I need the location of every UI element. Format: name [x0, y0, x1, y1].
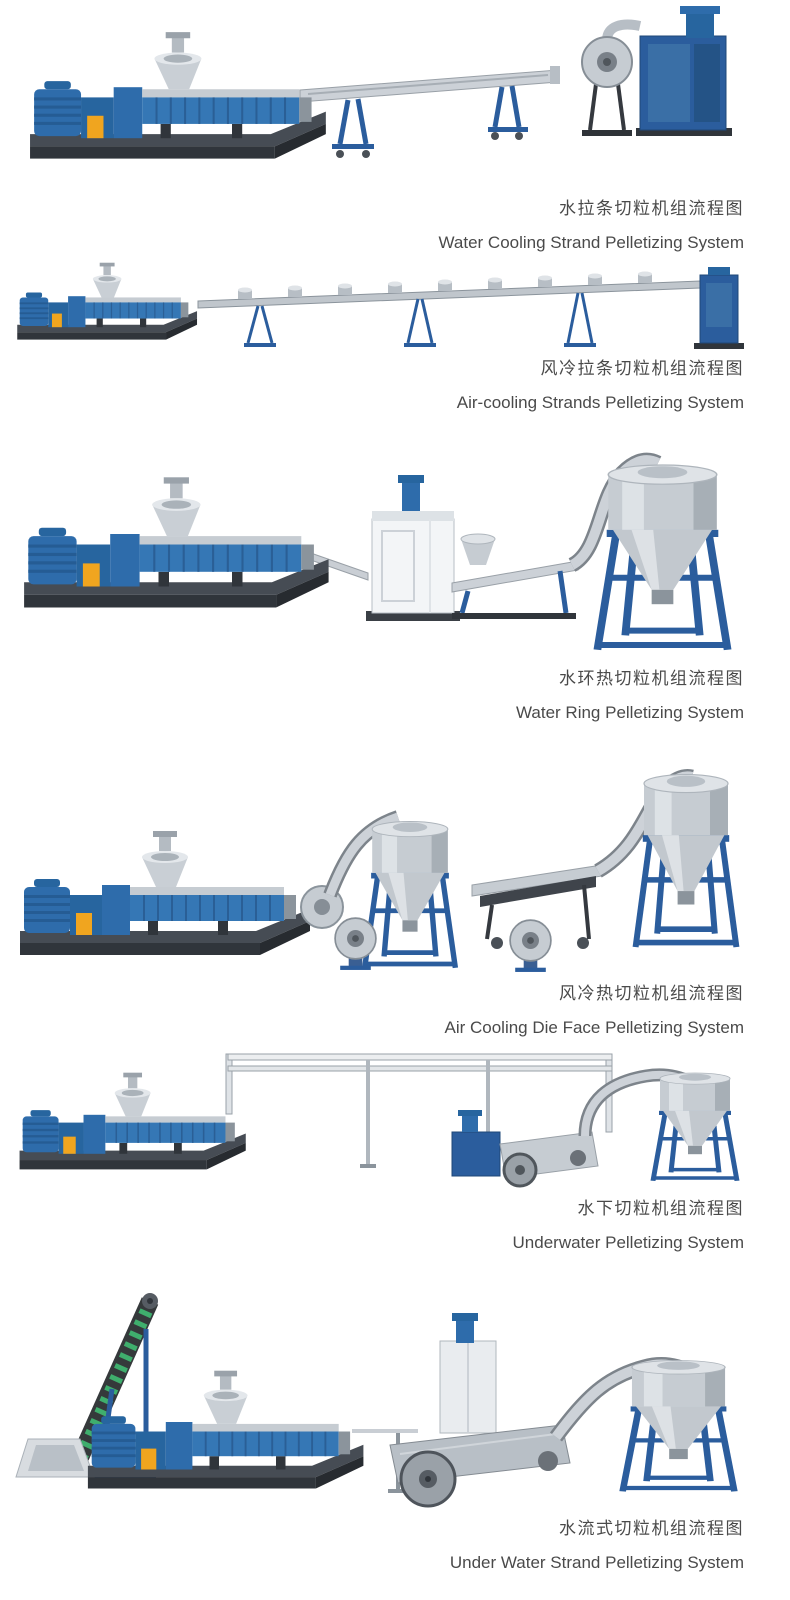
- section-under-water-strand: 水流式切粒机组流程图 Under Water Strand Pelletizin…: [0, 1265, 790, 1600]
- section-captions: 风冷拉条切粒机组流程图 Air-cooling Strands Pelletiz…: [0, 354, 790, 413]
- caption-en: Air-cooling Strands Pelletizing System: [456, 393, 744, 412]
- section-captions: 水下切粒机组流程图 Underwater Pelletizing System: [0, 1194, 790, 1253]
- water-cooling-strand-illustration: [29, 6, 732, 160]
- extruder-machine: [16, 262, 198, 341]
- air-cooling-conveyor: [197, 271, 701, 347]
- classifier-column: [439, 1313, 497, 1434]
- air-cooling-die-face-illustration: [19, 768, 790, 973]
- air-cooling-strands-illustration: [16, 262, 744, 349]
- dryer-with-wheels: [499, 1131, 599, 1188]
- centrifugal-dryer: [366, 475, 460, 621]
- surge-hopper: [460, 533, 496, 565]
- pelletizer-unit: [451, 1110, 501, 1177]
- end-station-unit: [694, 267, 744, 349]
- vibrating-sieve: [471, 864, 603, 949]
- die-face-plate: [300, 885, 344, 929]
- vibrating-conveyor: [451, 560, 579, 619]
- cyclone-hopper: [597, 465, 727, 650]
- under-water-strand-illustration: [15, 1293, 790, 1508]
- caption-en: Water Ring Pelletizing System: [515, 703, 744, 722]
- section-captions: 水拉条切粒机组流程图 Water Cooling Strand Pelletiz…: [0, 194, 790, 253]
- pipe-to-first-cyclone: [323, 810, 401, 898]
- section-underwater: 水下切粒机组流程图 Underwater Pelletizing System: [0, 1040, 790, 1265]
- cyclone-hopper: [653, 1073, 737, 1181]
- caption-en: Underwater Pelletizing System: [512, 1233, 744, 1252]
- caption-cn: 风冷热切粒机组流程图: [559, 984, 744, 1003]
- extruder-machine: [86, 1369, 365, 1490]
- section-air-cooling-strands: 风冷拉条切粒机组流程图 Air-cooling Strands Pelletiz…: [0, 255, 790, 415]
- section-air-cooling-die-face: 风冷热切粒机组流程图 Air Cooling Die Face Pelletiz…: [0, 725, 790, 1040]
- section-water-cooling-strand: 水拉条切粒机组流程图 Water Cooling Strand Pelletiz…: [0, 0, 790, 255]
- caption-en: Air Cooling Die Face Pelletizing System: [444, 1018, 744, 1037]
- caption-en: Water Cooling Strand Pelletizing System: [438, 233, 744, 252]
- underwater-illustration: [18, 1053, 790, 1188]
- section-captions: 水流式切粒机组流程图 Under Water Strand Pelletizin…: [0, 1514, 790, 1573]
- blower-fan-2: [509, 919, 552, 973]
- dryer-with-big-wheel: [389, 1424, 571, 1508]
- cyclone-hopper: [623, 1361, 735, 1492]
- section-captions: 风冷热切粒机组流程图 Air Cooling Die Face Pelletiz…: [0, 979, 790, 1038]
- cyclone-hopper-2: [636, 775, 737, 947]
- caption-cn: 水拉条切粒机组流程图: [559, 199, 744, 218]
- section-captions: 水环热切粒机组流程图 Water Ring Pelletizing System: [0, 664, 790, 723]
- section-water-ring: 水环热切粒机组流程图 Water Ring Pelletizing System: [0, 415, 790, 725]
- caption-cn: 水下切粒机组流程图: [577, 1199, 744, 1218]
- strand-water-bath-conveyor: [299, 66, 560, 158]
- extruder-machine: [18, 1071, 247, 1171]
- caption-cn: 风冷拉条切粒机组流程图: [540, 359, 744, 378]
- cyclone-hopper-1: [365, 822, 456, 968]
- water-ring-illustration: [23, 452, 790, 660]
- extruder-machine: [29, 31, 327, 160]
- caption-cn: 水环热切粒机组流程图: [559, 669, 744, 688]
- extruder-machine: [19, 830, 311, 956]
- caption-cn: 水流式切粒机组流程图: [559, 1519, 744, 1538]
- extruder-machine: [23, 476, 330, 609]
- pelletizer-mill-unit: [581, 6, 732, 136]
- caption-en: Under Water Strand Pelletizing System: [449, 1553, 744, 1572]
